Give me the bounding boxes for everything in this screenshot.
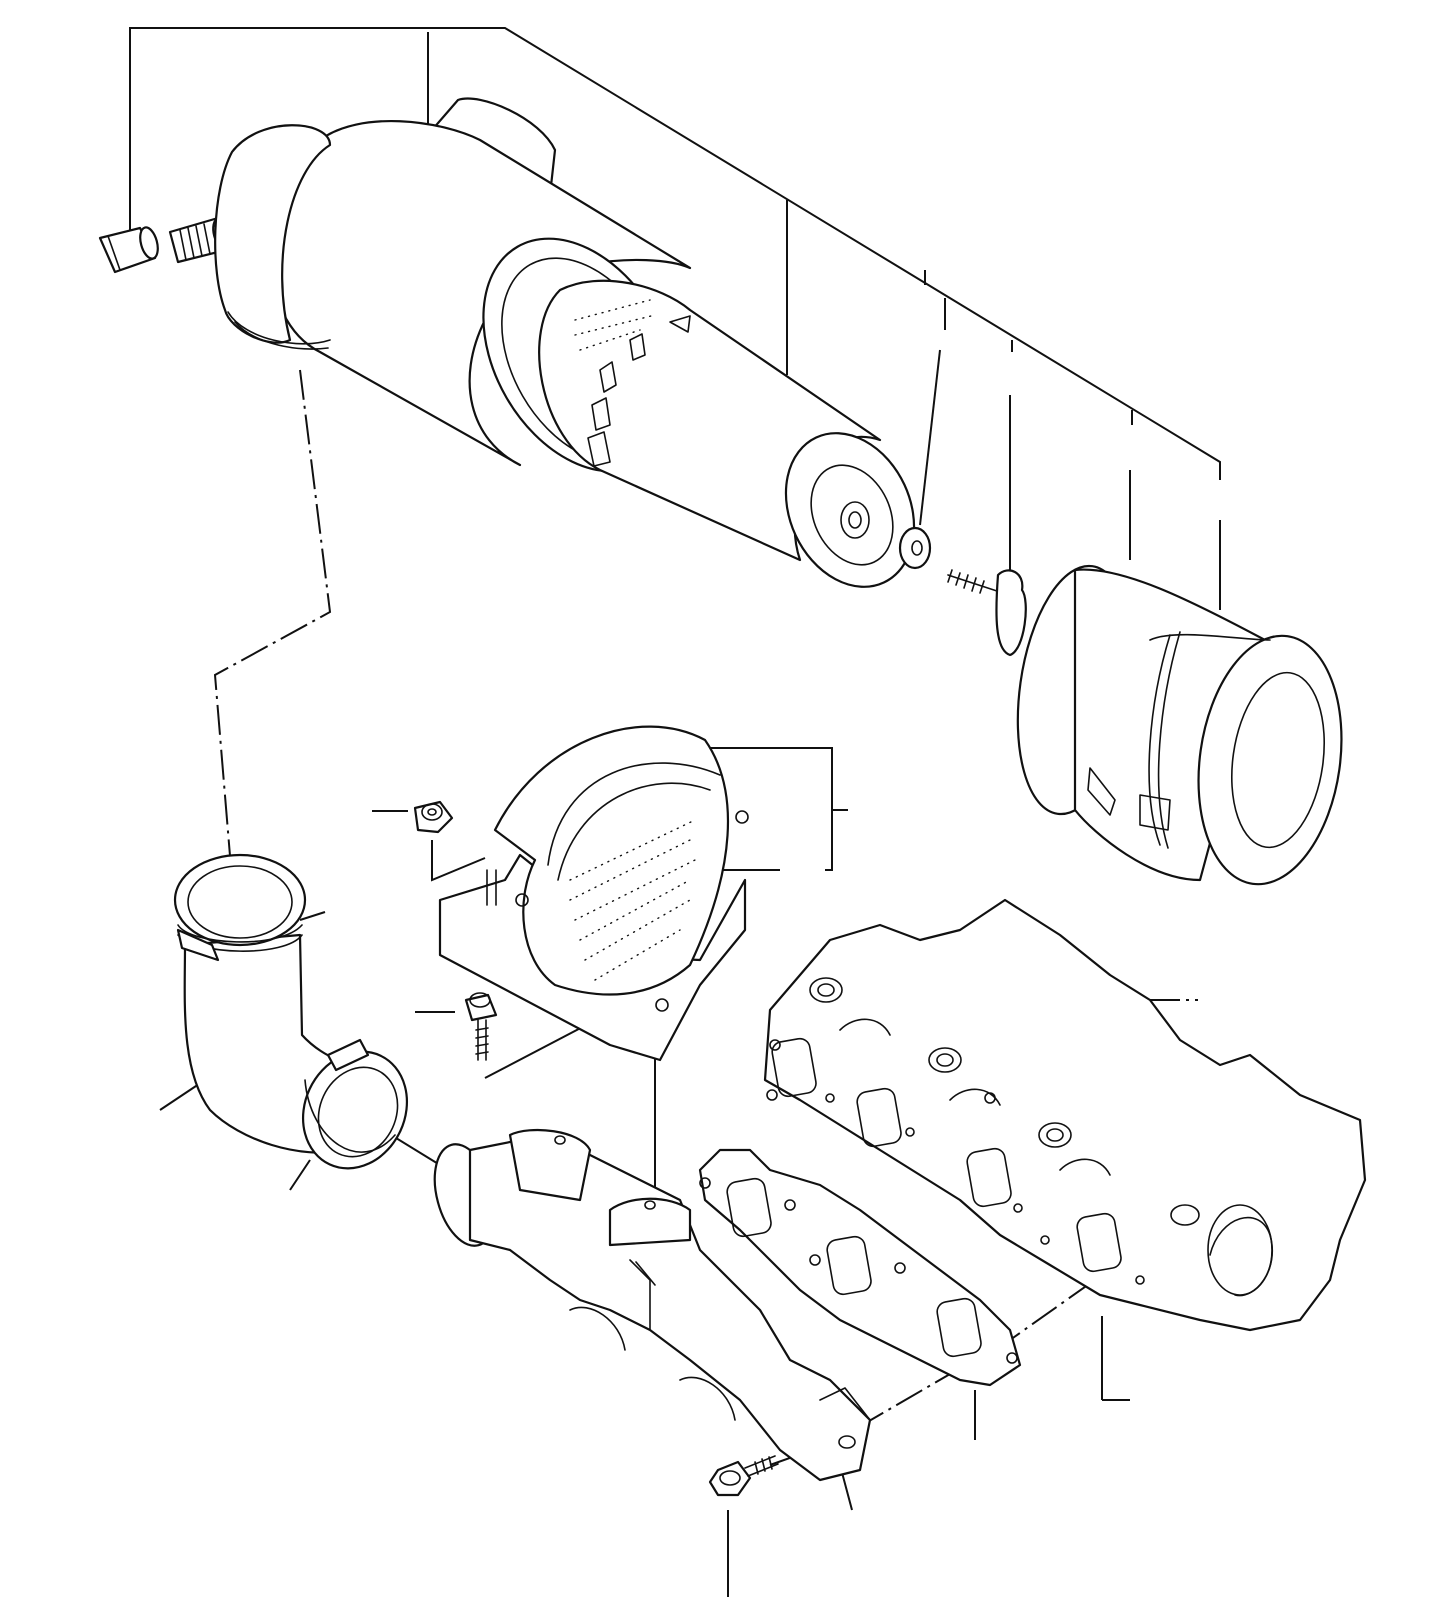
hose-clamp xyxy=(176,924,396,1153)
manifold-gasket xyxy=(698,1148,1022,1387)
cover-cap xyxy=(1016,564,1343,886)
manifold-bolt xyxy=(708,1455,779,1497)
filter-element xyxy=(538,279,916,588)
cap-nut xyxy=(98,226,159,274)
cylinder-head xyxy=(763,898,1367,1332)
band-nut xyxy=(413,800,454,834)
washer xyxy=(898,526,932,570)
intake-manifold xyxy=(433,1128,872,1482)
band-bolt xyxy=(464,869,498,1061)
intake-elbow-hose xyxy=(173,853,409,1170)
cleaner-band xyxy=(438,725,749,1062)
wing-bolt xyxy=(947,569,1027,657)
